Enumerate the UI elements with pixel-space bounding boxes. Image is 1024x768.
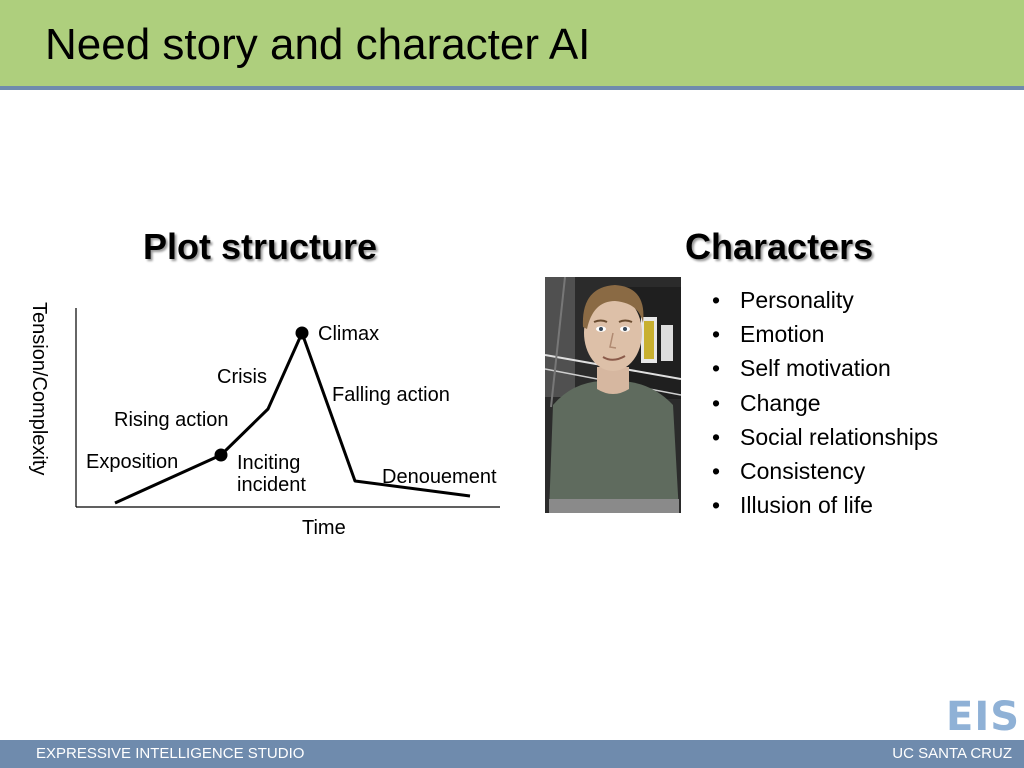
footer-organization: EXPRESSIVE INTELLIGENCE STUDIO xyxy=(36,745,305,762)
bullet-marker: • xyxy=(712,389,721,416)
inciting-incident-point xyxy=(214,448,228,462)
bullet-marker: • xyxy=(712,423,721,450)
character-trait-item: • Change xyxy=(712,386,938,420)
eis-logo: EIS xyxy=(946,694,1021,740)
y-axis-label: Tension/Complexity xyxy=(28,302,50,475)
climax-label: Climax xyxy=(318,323,379,345)
character-trait-item: • Illusion of life xyxy=(712,488,938,522)
character-trait-item: • Personality xyxy=(712,283,938,317)
character-portrait xyxy=(545,277,681,513)
bullet-marker: • xyxy=(712,355,721,382)
climax-point xyxy=(295,326,309,340)
bullet-marker: • xyxy=(712,458,721,485)
title-divider xyxy=(0,86,1024,90)
character-traits-list: • Personality • Emotion • Self motivation • Cha… xyxy=(712,283,938,522)
bullet-marker: • xyxy=(712,492,721,519)
denouement-label: Denouement xyxy=(382,466,497,488)
character-trait-text: Social relationships xyxy=(740,423,939,450)
plot-curve xyxy=(114,331,471,505)
crisis-label: Crisis xyxy=(217,366,267,388)
footer-bar xyxy=(0,740,1024,768)
bullet-marker: • xyxy=(712,321,721,348)
character-trait-item: • Self motivation xyxy=(712,351,938,385)
characters-heading: Characters xyxy=(685,226,874,267)
plot-structure-heading: Plot structure xyxy=(143,226,378,267)
character-trait-text: Personality xyxy=(740,287,854,313)
x-axis-label: Time xyxy=(302,517,346,539)
inciting-incident-label-line1: Inciting xyxy=(237,452,300,474)
character-trait-item: • Consistency xyxy=(712,454,938,488)
falling-action-label: Falling action xyxy=(332,384,450,406)
title-bar xyxy=(0,0,1024,86)
character-trait-text: Consistency xyxy=(740,458,866,485)
character-trait-text: Emotion xyxy=(740,321,825,348)
character-trait-text: Illusion of life xyxy=(740,492,873,519)
character-trait-text: Self motivation xyxy=(740,355,891,382)
character-trait-item: • Social relationships xyxy=(712,420,938,454)
rising-action-label: Rising action xyxy=(114,409,229,431)
bullet-marker: • xyxy=(712,287,721,313)
character-trait-text: Change xyxy=(740,389,821,416)
footer-university: UC SANTA CRUZ xyxy=(892,745,1012,762)
slide-title: Need story and character AI xyxy=(45,20,591,69)
exposition-label: Exposition xyxy=(86,451,178,473)
inciting-incident-label-line2: incident xyxy=(237,474,306,496)
character-trait-item: • Emotion xyxy=(712,317,938,351)
